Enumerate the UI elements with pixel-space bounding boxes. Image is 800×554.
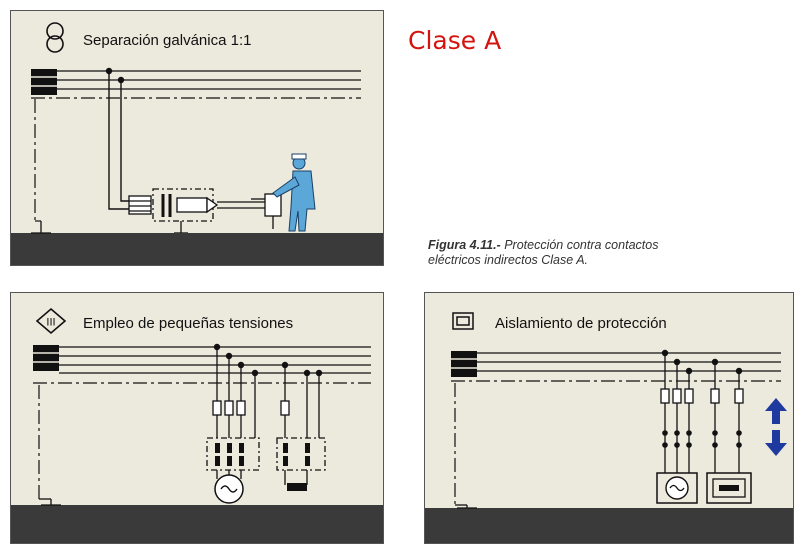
- ground-surface: [11, 233, 383, 265]
- panel-galvanic-separation: Separación galvánica 1:1: [10, 10, 384, 266]
- panel-title: Empleo de pequeñas tensiones: [83, 315, 294, 332]
- motor-double-insulated: [656, 472, 698, 504]
- protection-relay: [206, 437, 326, 471]
- class-iii-diamond-icon: III: [35, 307, 67, 335]
- busbar-block: [31, 69, 57, 95]
- supply-lines: [31, 70, 361, 99]
- worker-figure: [272, 153, 316, 232]
- class-iii-label: III: [46, 317, 55, 329]
- figure-caption: Figura 4.11.- Protección contra contacto…: [428, 238, 658, 268]
- protective-insulation-diagram: [425, 312, 793, 543]
- arrow-up-icon[interactable]: [764, 396, 788, 426]
- arrow-down-icon[interactable]: [764, 428, 788, 458]
- heater-double-insulated: [706, 472, 752, 504]
- panel-protective-insulation: Aislamiento de protección: [424, 292, 794, 544]
- heater-load: [287, 483, 307, 491]
- handheld-tool: [251, 193, 282, 229]
- galvanic-separation-diagram: [11, 22, 383, 265]
- motor-symbol: [214, 474, 244, 504]
- double-insulation-square-icon: [452, 312, 474, 330]
- ground-surface: [11, 505, 383, 543]
- transformer-symbol-icon: [46, 22, 64, 53]
- small-voltages-diagram: III: [11, 307, 383, 543]
- isolation-transformer: [128, 188, 219, 233]
- class-a-title: Clase A: [408, 26, 502, 55]
- panel-title: Separación galvánica 1:1: [83, 32, 252, 49]
- panel-title: Aislamiento de protección: [495, 315, 667, 332]
- caption-line-2: eléctricos indirectos Clase A.: [428, 253, 589, 267]
- figure-label: Figura 4.11.-: [428, 238, 501, 252]
- caption-line-1: Protección contra contactos: [500, 238, 659, 252]
- ground-surface: [425, 508, 793, 543]
- panel-small-voltages: III: [10, 292, 384, 544]
